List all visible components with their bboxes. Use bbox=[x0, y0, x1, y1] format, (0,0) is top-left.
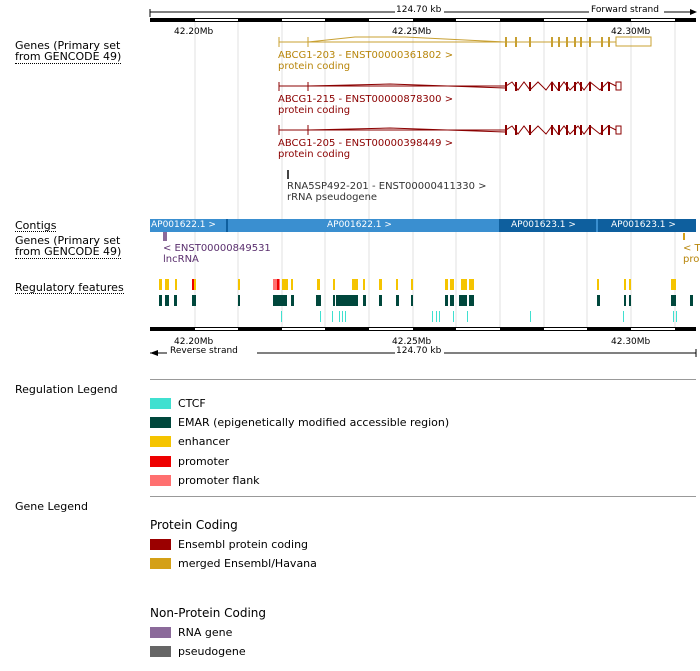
legend-label-ctcf: CTCF bbox=[178, 397, 206, 410]
legend-swatch-enhancer bbox=[150, 436, 171, 447]
track-label-regulatory[interactable]: Regulatory features bbox=[15, 281, 124, 294]
track-label-genes-forward-line2: from GENCODE 49) bbox=[15, 50, 122, 64]
contig-block-2 bbox=[228, 219, 499, 232]
grid-lines bbox=[194, 22, 676, 328]
legend-label-pseudogene: pseudogene bbox=[178, 645, 246, 658]
gene-label-abcg1-205[interactable]: ABCG1-205 - ENST00000398449 > protein co… bbox=[278, 138, 453, 160]
non-protein-coding-heading: Non-Protein Coding bbox=[150, 606, 267, 620]
legend-swatch-promoter-flank bbox=[150, 475, 171, 486]
contig-block-4 bbox=[598, 219, 696, 232]
track-label-contigs[interactable]: Contigs bbox=[15, 219, 57, 232]
contig-label-1: AP001622.1 > bbox=[151, 220, 216, 230]
contig-label-3: AP001623.1 > bbox=[511, 220, 576, 230]
gene-label-rna5sp492[interactable]: RNA5SP492-201 - ENST00000411330 > rRNA p… bbox=[287, 181, 487, 203]
forward-strand-label: Forward strand bbox=[591, 5, 659, 15]
track-label-genes-forward[interactable]: Genes (Primary set from GENCODE 49) bbox=[15, 39, 122, 64]
gene-label-edge[interactable]: < T pro bbox=[683, 243, 700, 265]
contig-track[interactable] bbox=[150, 219, 696, 232]
gene-label-abcg1-215[interactable]: ABCG1-215 - ENST00000878300 > protein co… bbox=[278, 94, 453, 116]
gene-biotype: pro bbox=[683, 254, 700, 265]
regulation-legend-title: Regulation Legend bbox=[15, 383, 118, 396]
gene-enst00000849531[interactable] bbox=[163, 232, 167, 241]
contig-block-3 bbox=[499, 219, 596, 232]
gene-rna5sp492[interactable] bbox=[287, 170, 289, 179]
gene-name: ABCG1-215 - ENST00000878300 > bbox=[278, 94, 454, 105]
legend-label-merged-ensembl-havana: merged Ensembl/Havana bbox=[178, 557, 317, 570]
tick-42-30mb-top: 42.30Mb bbox=[611, 27, 651, 37]
gene-abcg1-203[interactable] bbox=[278, 36, 652, 47]
gene-abcg1-215[interactable] bbox=[278, 81, 622, 91]
regulatory-enhancer-row[interactable] bbox=[159, 279, 676, 290]
track-label-genes-reverse[interactable]: Genes (Primary set from GENCODE 49) bbox=[15, 234, 122, 259]
legend-swatch-rna-gene bbox=[150, 627, 171, 638]
top-ruler bbox=[149, 9, 697, 22]
tick-42-30mb-bottom: 42.30Mb bbox=[611, 337, 651, 347]
reverse-strand-label: Reverse strand bbox=[170, 346, 238, 356]
gene-legend-title: Gene Legend bbox=[15, 500, 88, 513]
gene-legend-separator bbox=[150, 496, 696, 497]
gene-biotype: protein coding bbox=[278, 105, 351, 116]
gene-biotype: lncRNA bbox=[163, 254, 199, 265]
track-label-genes-forward-line1: Genes (Primary set bbox=[15, 39, 121, 52]
legend-label-enhancer: enhancer bbox=[178, 435, 230, 448]
tick-42-25mb-top: 42.25Mb bbox=[392, 27, 432, 37]
tick-42-20mb-bottom: 42.20Mb bbox=[174, 337, 214, 347]
legend-swatch-ensembl-protein-coding bbox=[150, 539, 171, 550]
contig-label-4: AP001623.1 > bbox=[611, 220, 676, 230]
gene-name: < ENST00000849531 bbox=[163, 243, 271, 254]
legend-label-promoter-flank: promoter flank bbox=[178, 474, 260, 487]
gene-name: RNA5SP492-201 - ENST00000411330 > bbox=[287, 181, 487, 192]
track-label-genes-reverse-line2: from GENCODE 49) bbox=[15, 245, 122, 259]
tick-42-20mb-top: 42.20Mb bbox=[174, 27, 214, 37]
gene-abcg1-205[interactable] bbox=[278, 125, 622, 135]
regulatory-emar-row[interactable] bbox=[159, 295, 693, 306]
legend-swatch-emar bbox=[150, 417, 171, 428]
contig-label-2: AP001622.1 > bbox=[327, 220, 392, 230]
bottom-ruler-length: 124.70 kb bbox=[396, 346, 442, 356]
legend-swatch-pseudogene bbox=[150, 646, 171, 657]
gene-name: ABCG1-205 - ENST00000398449 > bbox=[278, 138, 454, 149]
gene-label-enst00000849531[interactable]: < ENST00000849531 lncRNA bbox=[163, 243, 271, 265]
legend-swatch-promoter bbox=[150, 456, 171, 467]
legend-swatch-merged-ensembl-havana bbox=[150, 558, 171, 569]
bottom-ruler bbox=[150, 327, 697, 357]
track-label-genes-reverse-line1: Genes (Primary set bbox=[15, 234, 121, 247]
contig-block-1 bbox=[150, 219, 227, 232]
legend-swatch-ctcf bbox=[150, 398, 171, 409]
gene-name: ABCG1-203 - ENST00000361802 > bbox=[278, 50, 454, 61]
gene-biotype: rRNA pseudogene bbox=[287, 192, 378, 203]
gene-biotype: protein coding bbox=[278, 61, 351, 72]
regulation-legend-separator bbox=[150, 379, 696, 380]
regulatory-ctcf-row[interactable] bbox=[281, 311, 677, 322]
legend-label-promoter: promoter bbox=[178, 455, 230, 468]
legend-label-rna-gene: RNA gene bbox=[178, 626, 233, 639]
gene-name: < T bbox=[683, 243, 700, 254]
legend-label-emar: EMAR (epigenetically modified accessible… bbox=[178, 416, 450, 429]
gene-biotype: protein coding bbox=[278, 149, 351, 160]
protein-coding-heading: Protein Coding bbox=[150, 518, 238, 532]
top-ruler-length: 124.70 kb bbox=[396, 5, 442, 15]
gene-label-abcg1-203[interactable]: ABCG1-203 - ENST00000361802 > protein co… bbox=[278, 50, 453, 72]
tick-42-25mb-bottom: 42.25Mb bbox=[392, 337, 432, 347]
legend-label-ensembl-protein-coding: Ensembl protein coding bbox=[178, 538, 309, 551]
